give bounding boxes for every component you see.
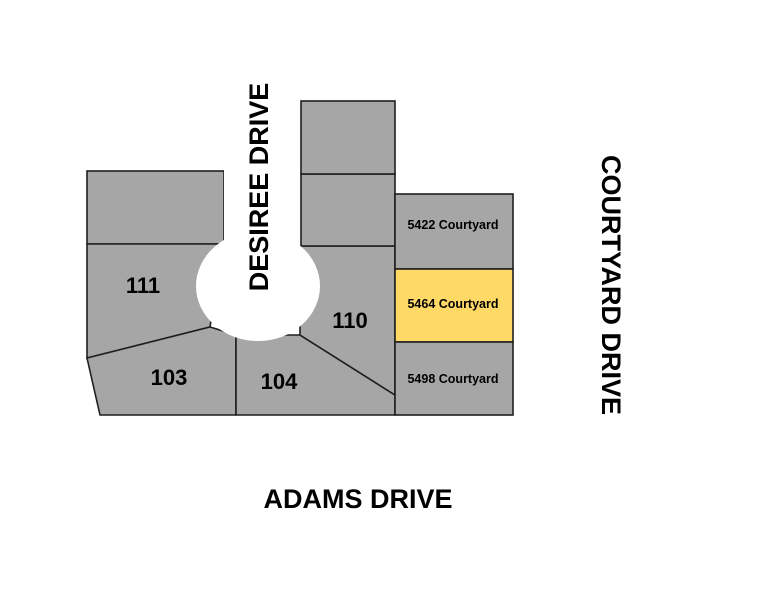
lot-center-middle[interactable] (300, 173, 396, 247)
lot-111-label: 111 (126, 273, 160, 298)
lot-5422-courtyard[interactable] (394, 193, 514, 270)
lot-5498-courtyard[interactable] (394, 341, 514, 416)
lot-center-top[interactable] (300, 100, 396, 175)
lot-104-label: 104 (261, 369, 298, 394)
lot-5464-courtyard[interactable] (394, 268, 514, 343)
courtyard-drive-label: COURTYARD DRIVE (596, 155, 626, 415)
lot-top-left[interactable] (86, 170, 225, 245)
desiree-drive-label: DESIREE DRIVE (244, 83, 274, 292)
lot-110-label: 110 (332, 308, 368, 333)
lot-103-label: 103 (151, 365, 188, 390)
cul-de-sac (196, 231, 320, 341)
lot-5422-label: 5422 Courtyard (407, 218, 498, 232)
lot-5498-label: 5498 Courtyard (407, 372, 498, 386)
desiree-drive-road (224, 150, 300, 250)
adams-drive-label: ADAMS DRIVE (263, 484, 452, 514)
lot-5464-label: 5464 Courtyard (407, 297, 498, 311)
